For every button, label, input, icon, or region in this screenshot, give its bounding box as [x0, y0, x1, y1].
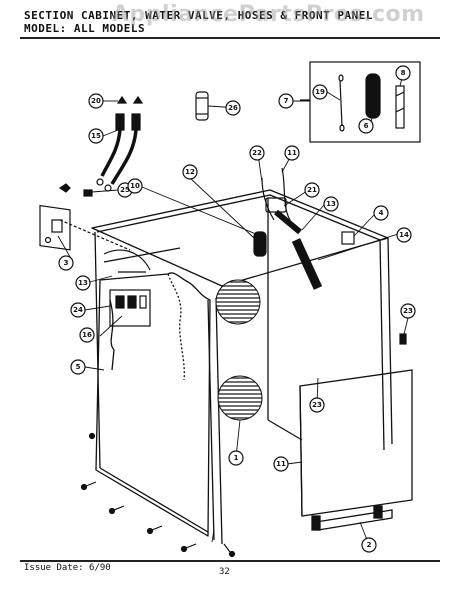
callout-11: 11	[273, 456, 289, 472]
water-valve	[103, 249, 151, 327]
front-panel	[299, 369, 413, 531]
callout-4: 4	[373, 205, 389, 221]
header-rule	[20, 37, 440, 39]
svg-text:21: 21	[307, 186, 317, 194]
svg-text:5: 5	[76, 363, 81, 371]
callout-18: 19	[312, 84, 328, 100]
svg-text:16: 16	[82, 331, 92, 339]
top-hoses	[253, 167, 355, 290]
svg-text:2: 2	[367, 541, 372, 549]
callout-13-left: 12	[182, 164, 198, 180]
callout-8: 8	[395, 65, 411, 81]
svg-text:11: 11	[287, 149, 297, 157]
callout-1: 1	[228, 450, 244, 466]
callout-22: 23	[400, 303, 416, 319]
footer-rule	[20, 560, 440, 562]
callout-26: 26	[225, 100, 241, 116]
callout-15: 14	[396, 227, 412, 243]
issue-date: Issue Date: 6/90	[24, 563, 111, 573]
watermark: AppliancePartsPros.com	[112, 2, 425, 27]
page-number: 32	[219, 567, 230, 577]
svg-text:13: 13	[326, 200, 336, 208]
section-title: SECTION CABINET, WATER VALVE, HOSES & FR…	[24, 9, 374, 22]
svg-text:13: 13	[78, 279, 88, 287]
callout-10: 10	[127, 178, 143, 194]
svg-text:25: 25	[120, 186, 130, 194]
callout-5: 5	[70, 359, 86, 375]
callout-3: 3	[58, 255, 74, 271]
hose-assembly	[39, 91, 209, 251]
svg-text:14: 14	[399, 231, 409, 239]
callout-14: 13	[75, 275, 91, 291]
callout-23: 23	[309, 397, 325, 413]
svg-text:7: 7	[284, 97, 289, 105]
callout-17: 16	[79, 327, 95, 343]
callout-16: 15	[88, 128, 104, 144]
svg-text:20: 20	[91, 97, 101, 105]
svg-text:12: 12	[185, 168, 195, 176]
cabinet	[91, 189, 393, 545]
callout-6: 6	[358, 118, 374, 134]
svg-text:4: 4	[379, 209, 384, 217]
svg-text:8: 8	[401, 69, 406, 77]
svg-text:3: 3	[64, 259, 69, 267]
callout-21: 22	[249, 145, 265, 161]
callout-2: 2	[361, 537, 377, 553]
callout-25: 24	[70, 302, 86, 318]
callout-12: 11	[284, 145, 300, 161]
svg-text:23: 23	[403, 307, 413, 315]
svg-text:23: 23	[312, 401, 322, 409]
tub-shading	[215, 279, 263, 421]
svg-text:19: 19	[315, 88, 325, 96]
screws	[80, 333, 407, 558]
callout-19: 20	[88, 93, 104, 109]
svg-text:1: 1	[234, 454, 239, 462]
callout-13-right: 13	[323, 196, 339, 212]
callout-7: 7	[278, 93, 294, 109]
model-line: MODEL: ALL MODELS	[24, 22, 146, 35]
svg-text:22: 22	[252, 149, 262, 157]
svg-text:6: 6	[364, 122, 369, 130]
svg-text:10: 10	[130, 182, 140, 190]
svg-text:11: 11	[276, 460, 286, 468]
svg-text:15: 15	[91, 132, 101, 140]
callout-20: 21	[304, 182, 320, 198]
svg-text:26: 26	[228, 104, 238, 112]
svg-text:24: 24	[73, 306, 83, 314]
